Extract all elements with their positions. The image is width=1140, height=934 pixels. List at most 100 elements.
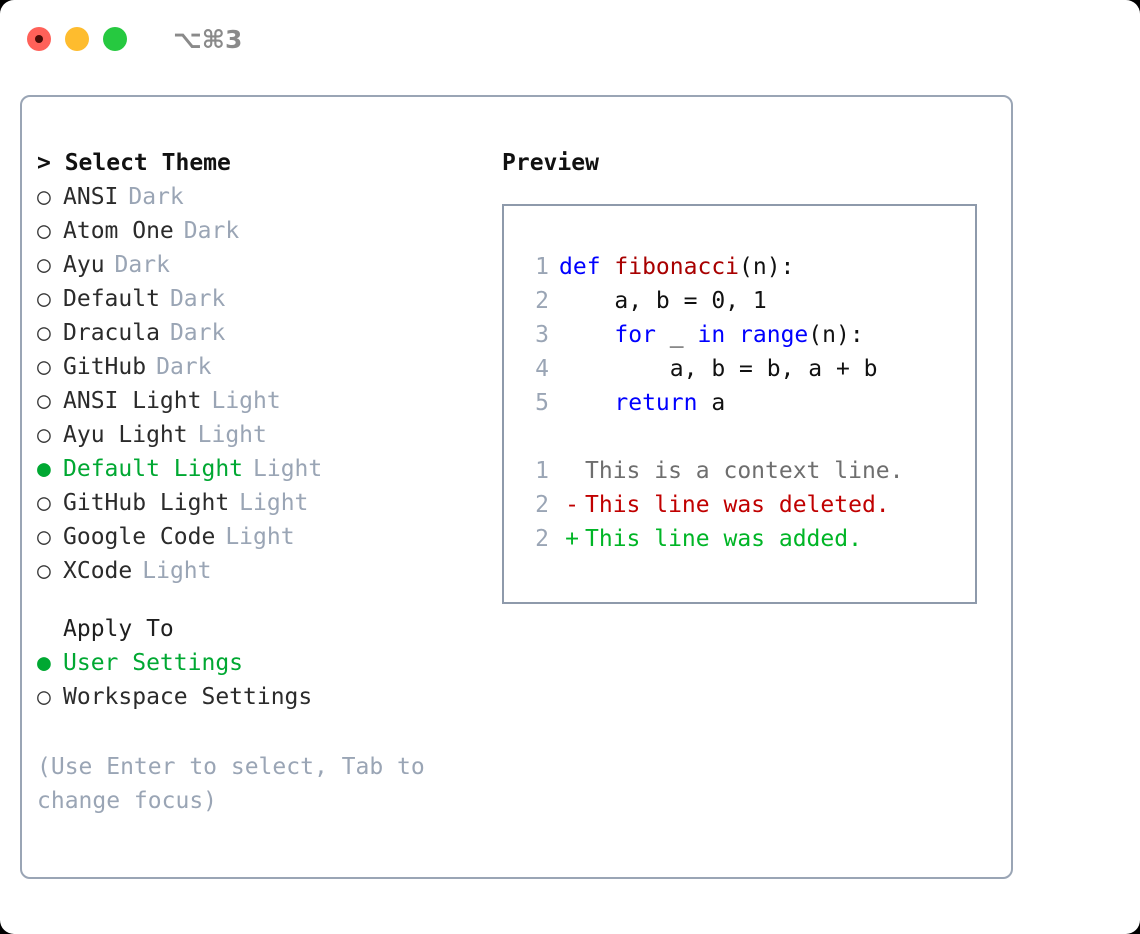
theme-list-item-variant: Dark (183, 218, 240, 244)
radio-unselected-icon[interactable]: ○ (37, 490, 51, 516)
code-token: fibonacci (614, 254, 740, 280)
line-number: 2 (535, 526, 549, 552)
apply-to-item[interactable]: ● User Settings (37, 646, 487, 680)
theme-list-item[interactable]: ○ GitHub Light Light (37, 486, 487, 520)
apply-to-item-label: Workspace Settings (63, 684, 313, 710)
theme-list-item-label: ANSI (63, 184, 119, 210)
line-number: 3 (535, 322, 549, 348)
code-line: 3 for _ in range(n): (523, 318, 967, 352)
line-number: 1 (535, 254, 549, 280)
theme-list-item[interactable]: ○ Ayu Light Light (37, 418, 487, 452)
select-theme-heading-label: > Select Theme (37, 150, 231, 176)
line-number: 4 (535, 356, 549, 382)
theme-list-item-label: GitHub (63, 354, 147, 380)
apply-to-list: ● User Settings ○ Workspace Settings (37, 646, 487, 714)
radio-unselected-icon[interactable]: ○ (37, 524, 51, 550)
theme-list-item-label: Dracula (63, 320, 160, 346)
theme-list-item[interactable]: ○ Ayu Dark (37, 248, 487, 282)
code-token: def (559, 254, 615, 280)
diff-marker-context (559, 454, 585, 488)
diff-line: 2+This line was added. (523, 522, 967, 556)
apply-to-heading-label: Apply To (63, 616, 174, 642)
theme-list-item-label: Google Code (63, 524, 216, 550)
code-line: 1 def fibonacci(n): (523, 250, 967, 284)
theme-list-item-label: Ayu Light (63, 422, 188, 448)
radio-unselected-icon[interactable]: ○ (37, 218, 51, 244)
recording-indicator-icon (35, 35, 43, 43)
diff-marker-del: - (565, 492, 579, 518)
radio-unselected-icon[interactable]: ○ (37, 252, 51, 278)
diff-line-text: This line was added. (585, 526, 862, 552)
radio-unselected-icon[interactable]: ○ (37, 388, 51, 414)
theme-list-item[interactable]: ○ Google Code Light (37, 520, 487, 554)
theme-list-item-label: Default Light (63, 456, 244, 482)
maximize-button[interactable] (103, 27, 127, 51)
theme-list-item-label: ANSI Light (63, 388, 202, 414)
apply-to-item[interactable]: ○ Workspace Settings (37, 680, 487, 714)
radio-unselected-icon[interactable]: ○ (37, 320, 51, 346)
code-token: a, b = 0, 1 (559, 288, 767, 314)
window-controls (27, 27, 127, 51)
code-token (559, 322, 614, 348)
code-token (725, 322, 739, 348)
code-token: a (697, 390, 726, 416)
code-token: for (614, 322, 656, 348)
line-number: 5 (535, 390, 549, 416)
code-token: (n): (808, 322, 864, 348)
code-line-text: return a (559, 386, 725, 420)
radio-unselected-icon[interactable]: ○ (37, 354, 51, 380)
diff-line-text: This line was deleted. (585, 492, 890, 518)
code-line-text: def fibonacci(n): (559, 250, 794, 284)
line-number: 2 (535, 492, 549, 518)
apply-to-item-label: User Settings (63, 650, 244, 676)
hint-spacer (37, 714, 487, 750)
code-token: (n): (739, 254, 795, 280)
theme-list-item-label: GitHub Light (63, 490, 230, 516)
theme-list-item-variant: Dark (169, 320, 226, 346)
radio-unselected-icon[interactable]: ○ (37, 286, 51, 312)
code-token: in (697, 322, 726, 348)
theme-list-item[interactable]: ○ Default Dark (37, 282, 487, 316)
theme-list-item-variant: Light (239, 490, 309, 516)
apply-to-heading: Apply To (37, 612, 487, 646)
theme-list-item-variant: Light (211, 388, 281, 414)
theme-list-item-variant: Light (225, 524, 295, 550)
theme-list-item[interactable]: ○ ANSI Light Light (37, 384, 487, 418)
radio-unselected-icon[interactable]: ○ (37, 184, 51, 210)
keyboard-hint-text: (Use Enter to select, Tab to change focu… (37, 754, 439, 814)
radio-unselected-icon[interactable]: ○ (37, 684, 51, 710)
minimize-button[interactable] (65, 27, 89, 51)
theme-list-item-label: Ayu (63, 252, 105, 278)
theme-list-item-variant: Dark (169, 286, 226, 312)
code-line: 2 a, b = 0, 1 (523, 284, 967, 318)
theme-list-item-label: Default (63, 286, 160, 312)
theme-list-item[interactable]: ○ Dracula Dark (37, 316, 487, 350)
code-token: _ (655, 322, 698, 348)
code-token: range (739, 322, 809, 348)
theme-list-item-label: XCode (63, 558, 133, 584)
close-button[interactable] (27, 27, 51, 51)
code-line-text: for _ in range(n): (559, 318, 864, 352)
radio-selected-icon[interactable]: ● (37, 650, 51, 676)
code-line: 5 return a (523, 386, 967, 420)
radio-selected-icon[interactable]: ● (37, 456, 51, 482)
theme-list-item-variant: Dark (114, 252, 170, 278)
diff-line-text: This is a context line. (585, 458, 904, 484)
list-spacer (37, 588, 487, 612)
diff-line: 1 This is a context line. (523, 454, 967, 488)
radio-unselected-icon[interactable]: ○ (37, 558, 51, 584)
theme-list-item-variant: Light (197, 422, 267, 448)
radio-unselected-icon[interactable]: ○ (37, 422, 51, 448)
title-bar: ⌥⌘3 (0, 0, 1140, 78)
